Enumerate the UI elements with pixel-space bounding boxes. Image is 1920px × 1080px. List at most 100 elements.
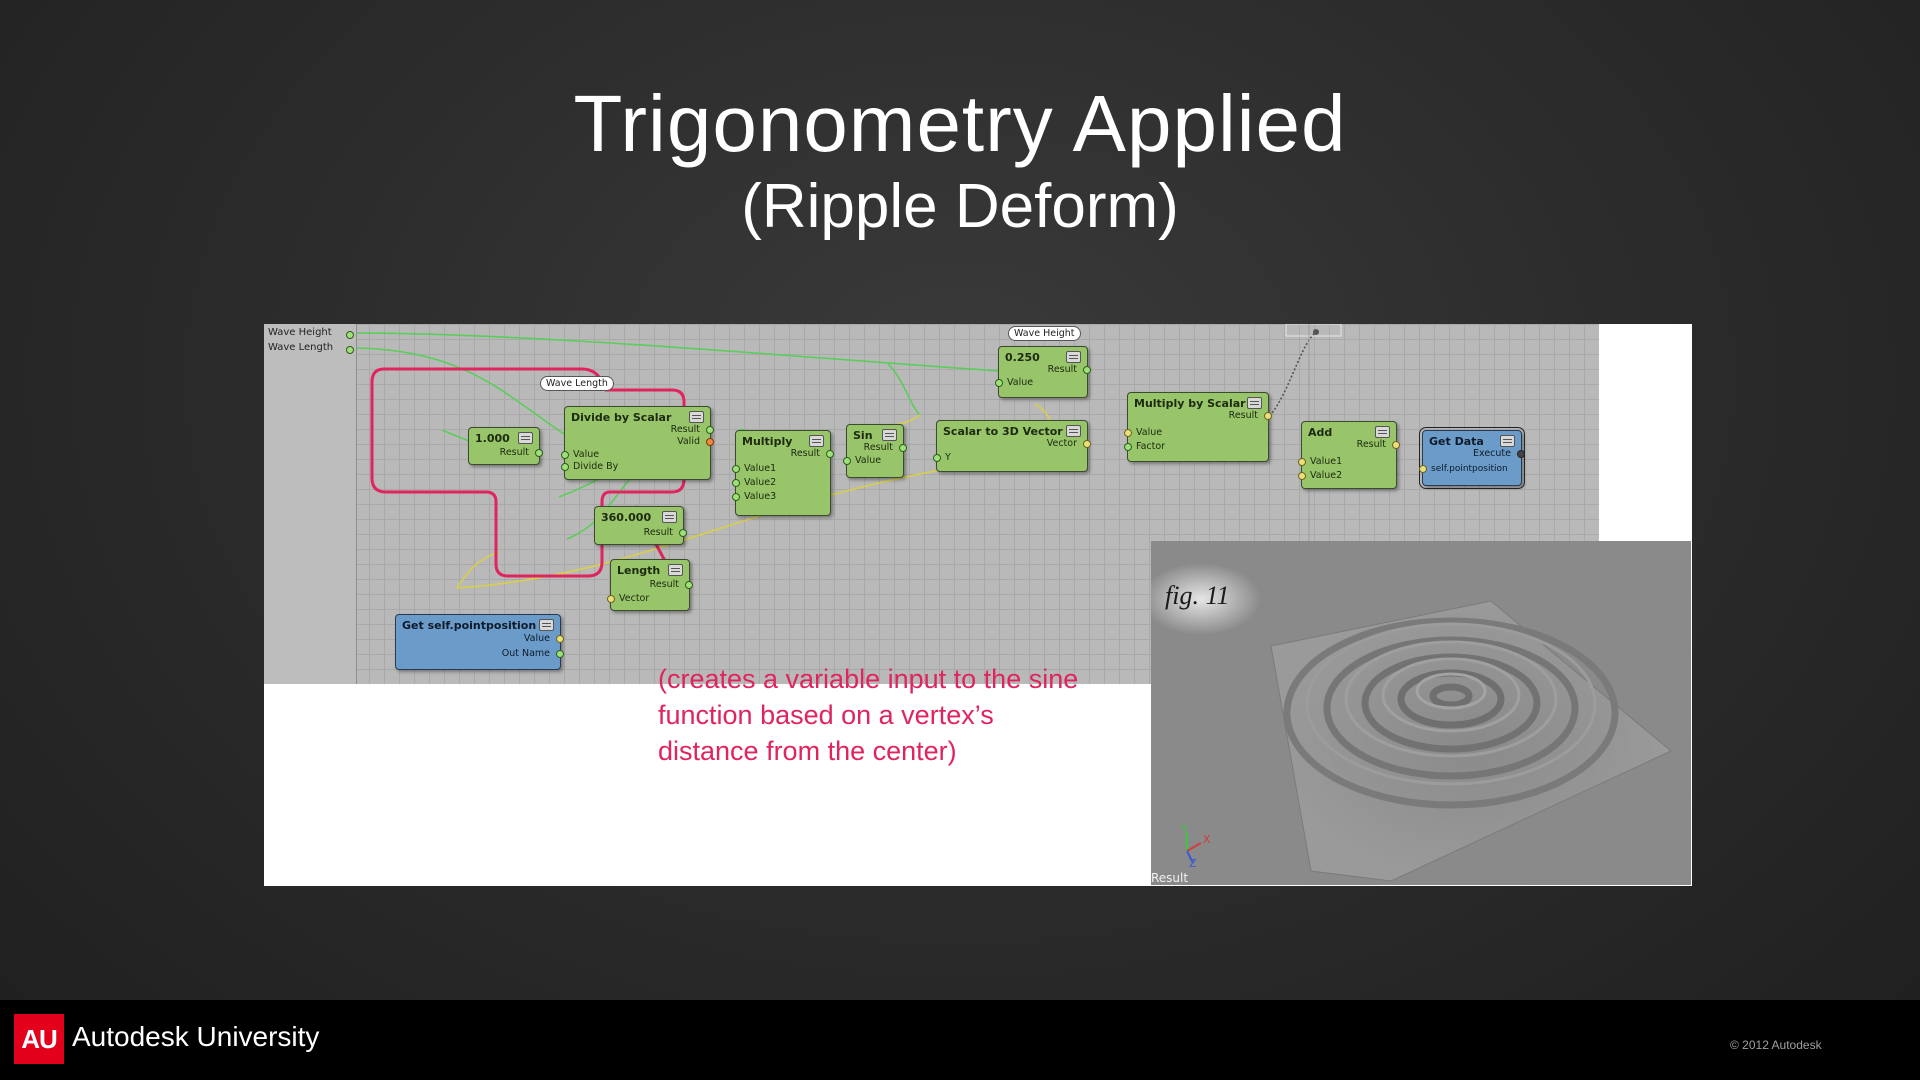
result-label: Result bbox=[1151, 871, 1189, 885]
axis-z-line bbox=[1186, 850, 1194, 864]
bubble-wave-height: Wave Height bbox=[1008, 326, 1081, 341]
render-viewport: Y X Z fig. 11 Result bbox=[1151, 541, 1691, 885]
bubble-wave-length: Wave Length bbox=[540, 376, 614, 391]
port-label: Factor bbox=[1136, 441, 1166, 452]
node-title: Divide by Scalar bbox=[571, 411, 672, 424]
menu-icon[interactable] bbox=[882, 429, 897, 441]
menu-icon[interactable] bbox=[539, 619, 554, 631]
input-port[interactable] bbox=[561, 463, 569, 471]
port-label: Result bbox=[670, 424, 700, 435]
input-port[interactable] bbox=[732, 493, 740, 501]
ripple-highlight bbox=[1381, 657, 1521, 733]
output-port[interactable] bbox=[1083, 366, 1091, 374]
output-port[interactable] bbox=[1264, 412, 1272, 420]
input-port[interactable] bbox=[732, 465, 740, 473]
output-port[interactable] bbox=[706, 438, 714, 446]
output-port[interactable] bbox=[899, 444, 907, 452]
node-add[interactable]: Add Result Value1 Value2 bbox=[1298, 421, 1400, 489]
output-port[interactable] bbox=[706, 426, 714, 434]
slide-subtitle: (Ripple Deform) bbox=[741, 172, 1179, 241]
node-sin[interactable]: Sin Result Value bbox=[843, 424, 907, 478]
node-title: 1.000 bbox=[475, 432, 510, 445]
input-port[interactable] bbox=[1298, 472, 1306, 480]
axis-x-line bbox=[1186, 842, 1202, 852]
menu-icon[interactable] bbox=[1066, 351, 1081, 363]
ripple-render: Y X Z bbox=[1151, 563, 1672, 882]
output-port[interactable] bbox=[826, 450, 834, 458]
node-multiply[interactable]: Multiply Result Value1 Value2 Value3 bbox=[732, 430, 834, 516]
input-port[interactable] bbox=[1124, 429, 1132, 437]
ripple-highlight bbox=[1344, 640, 1558, 758]
params-panel: Wave Height Wave Length bbox=[264, 324, 357, 684]
menu-icon[interactable] bbox=[1500, 435, 1515, 447]
menu-icon[interactable] bbox=[1375, 426, 1390, 438]
brand-name: Autodesk University bbox=[72, 1021, 320, 1052]
node-title: Length bbox=[617, 564, 661, 577]
axis-gizmo bbox=[1186, 833, 1202, 864]
output-port[interactable] bbox=[1083, 440, 1091, 448]
input-port[interactable] bbox=[933, 454, 941, 462]
input-port[interactable] bbox=[1419, 465, 1427, 473]
port-label: Result bbox=[649, 579, 679, 590]
output-port[interactable] bbox=[685, 581, 693, 589]
node-value-360[interactable]: 360.000 Result bbox=[594, 506, 687, 545]
node-graph-editor[interactable]: Wave Height Wave Length Wave Length Wave… bbox=[264, 324, 1599, 684]
param-wave-height[interactable]: Wave Height bbox=[268, 327, 332, 338]
port-label: Result bbox=[790, 448, 820, 459]
port-label: Vector bbox=[1046, 438, 1077, 449]
node-title: Multiply bbox=[742, 435, 793, 448]
slide-title: Trigonometry Applied bbox=[573, 79, 1347, 168]
input-port[interactable] bbox=[843, 457, 851, 465]
node-scalar-to-3d-vector[interactable]: Scalar to 3D Vector Vector Y bbox=[933, 420, 1091, 472]
output-port[interactable] bbox=[556, 635, 564, 643]
menu-icon[interactable] bbox=[1066, 425, 1081, 437]
param-wave-length[interactable]: Wave Length bbox=[268, 342, 334, 353]
node-title: Scalar to 3D Vector bbox=[943, 425, 1063, 438]
port-label: Value2 bbox=[744, 477, 777, 488]
node-divide-by-scalar[interactable]: Divide by Scalar Result Valid Value Divi… bbox=[561, 406, 714, 480]
menu-icon[interactable] bbox=[518, 432, 533, 444]
input-port[interactable] bbox=[732, 479, 740, 487]
port-label: Value bbox=[1136, 427, 1163, 438]
menu-icon[interactable] bbox=[689, 411, 704, 423]
input-port[interactable] bbox=[607, 595, 615, 603]
input-port[interactable] bbox=[1124, 443, 1132, 451]
input-port[interactable] bbox=[995, 379, 1003, 387]
port-label: Execute bbox=[1473, 448, 1511, 459]
port-label: Value bbox=[523, 633, 550, 644]
node-get-pointposition[interactable]: Get self.pointposition Value Out Name bbox=[395, 614, 564, 670]
node-value-0250[interactable]: 0.250 Result Value bbox=[995, 346, 1091, 398]
annotation-text: (creates a variable input to the sine fu… bbox=[658, 664, 1079, 766]
output-port[interactable] bbox=[556, 650, 564, 658]
node-value-1000[interactable]: 1.000 Result bbox=[468, 427, 543, 465]
node-multiply-by-scalar[interactable]: Multiply by Scalar Result Value Factor bbox=[1124, 392, 1272, 462]
param-wave-length-port[interactable] bbox=[346, 346, 354, 354]
menu-icon[interactable] bbox=[1247, 397, 1262, 409]
wire-wave-length bbox=[348, 347, 565, 435]
port-label: Vector bbox=[619, 593, 650, 604]
input-port[interactable] bbox=[561, 451, 569, 459]
axis-z-label: Z bbox=[1189, 857, 1197, 870]
node-length[interactable]: Length Result Vector bbox=[607, 559, 693, 611]
node-title: Add bbox=[1308, 426, 1333, 439]
output-port[interactable] bbox=[1517, 450, 1525, 458]
menu-icon[interactable] bbox=[668, 564, 683, 576]
port-label: Y bbox=[945, 452, 951, 463]
input-port[interactable] bbox=[1298, 458, 1306, 466]
output-port[interactable] bbox=[679, 529, 687, 537]
node-title: Sin bbox=[853, 429, 873, 442]
au-logo: AU bbox=[14, 1014, 64, 1064]
port-label: Value1 bbox=[1310, 456, 1343, 467]
port-label: Value1 bbox=[744, 463, 777, 474]
port-label: Value2 bbox=[1310, 470, 1343, 481]
param-wave-height-port[interactable] bbox=[346, 331, 354, 339]
label-glow bbox=[1151, 563, 1261, 635]
menu-icon[interactable] bbox=[809, 435, 824, 447]
ripple-ring bbox=[1283, 617, 1619, 809]
node-title: Get self.pointposition bbox=[402, 619, 537, 632]
port-label: Value bbox=[855, 455, 882, 466]
menu-icon[interactable] bbox=[662, 511, 677, 523]
node-get-data[interactable]: Get Data Execute self.pointposition bbox=[1419, 427, 1525, 489]
output-port[interactable] bbox=[1392, 441, 1400, 449]
output-port[interactable] bbox=[535, 449, 543, 457]
